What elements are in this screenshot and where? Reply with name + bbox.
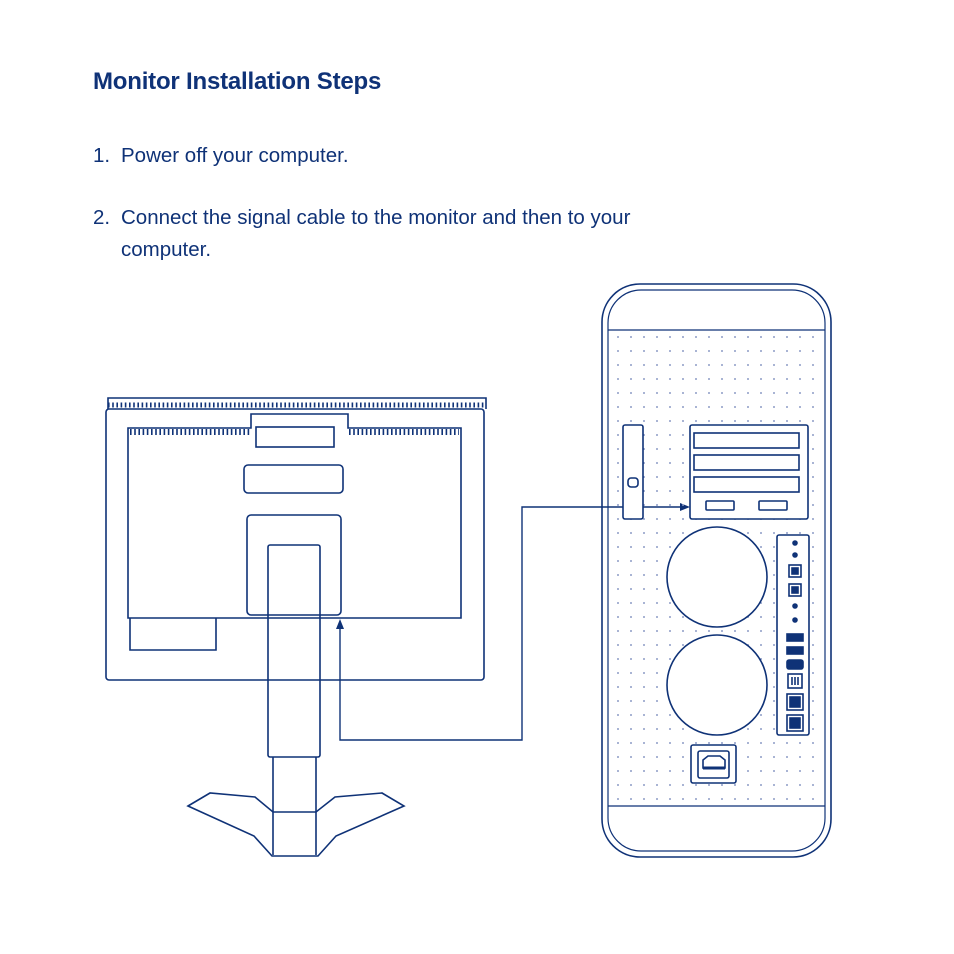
tower-io-panel [776,534,810,736]
computer-video-port [705,500,735,511]
fan-icon [666,526,768,628]
step-2: 2. Connect the signal cable to the monit… [93,202,693,266]
tower-rear-icon [601,283,832,858]
tower-drive-bays [689,424,809,520]
step-1: 1. Power off your computer. [93,140,693,172]
audio-jack-icon [792,540,798,546]
monitor-back-casing [105,408,485,681]
monitor-top-vent [107,397,487,409]
computer-video-port [758,500,788,511]
ethernet-port-icon [786,714,804,732]
arrow-icon [336,619,344,629]
usb-port-icon [786,646,804,655]
monitor-stand-base [186,792,406,857]
step-number: 1. [93,144,111,167]
ethernet-port-icon [786,693,804,711]
step-text: Power off your computer. [121,144,349,167]
audio-jack-icon [792,617,798,623]
usb-port-icon [788,583,802,597]
monitor-stand-neck [267,544,321,758]
step-text: Connect the signal cable to the monitor … [121,206,631,261]
power-socket-icon [690,744,737,784]
monitor-stand-hinge [246,514,342,616]
audio-jack-icon [792,603,798,609]
monitor-label-plate [243,464,344,494]
signal-cable [339,506,682,741]
audio-jack-icon [792,552,798,558]
tower-side-slot [622,424,644,520]
monitor-port-block [129,618,217,651]
drive-bay [693,432,800,449]
usb-port-icon [788,564,802,578]
fan-icon [666,634,768,736]
monitor-back-panel [127,413,462,619]
monitor-rear-icon [105,397,487,857]
dvi-port-icon [787,673,803,689]
drive-bay [693,476,800,493]
page-title: Monitor Installation Steps [93,68,382,95]
latch-icon [627,477,639,488]
tower-casing [601,283,832,858]
step-number: 2. [93,206,111,229]
drive-bay [693,454,800,471]
instruction-steps: 1. Power off your computer. 2. Connect t… [93,140,693,266]
hdmi-port-icon [786,659,804,670]
usb-port-icon [786,633,804,642]
